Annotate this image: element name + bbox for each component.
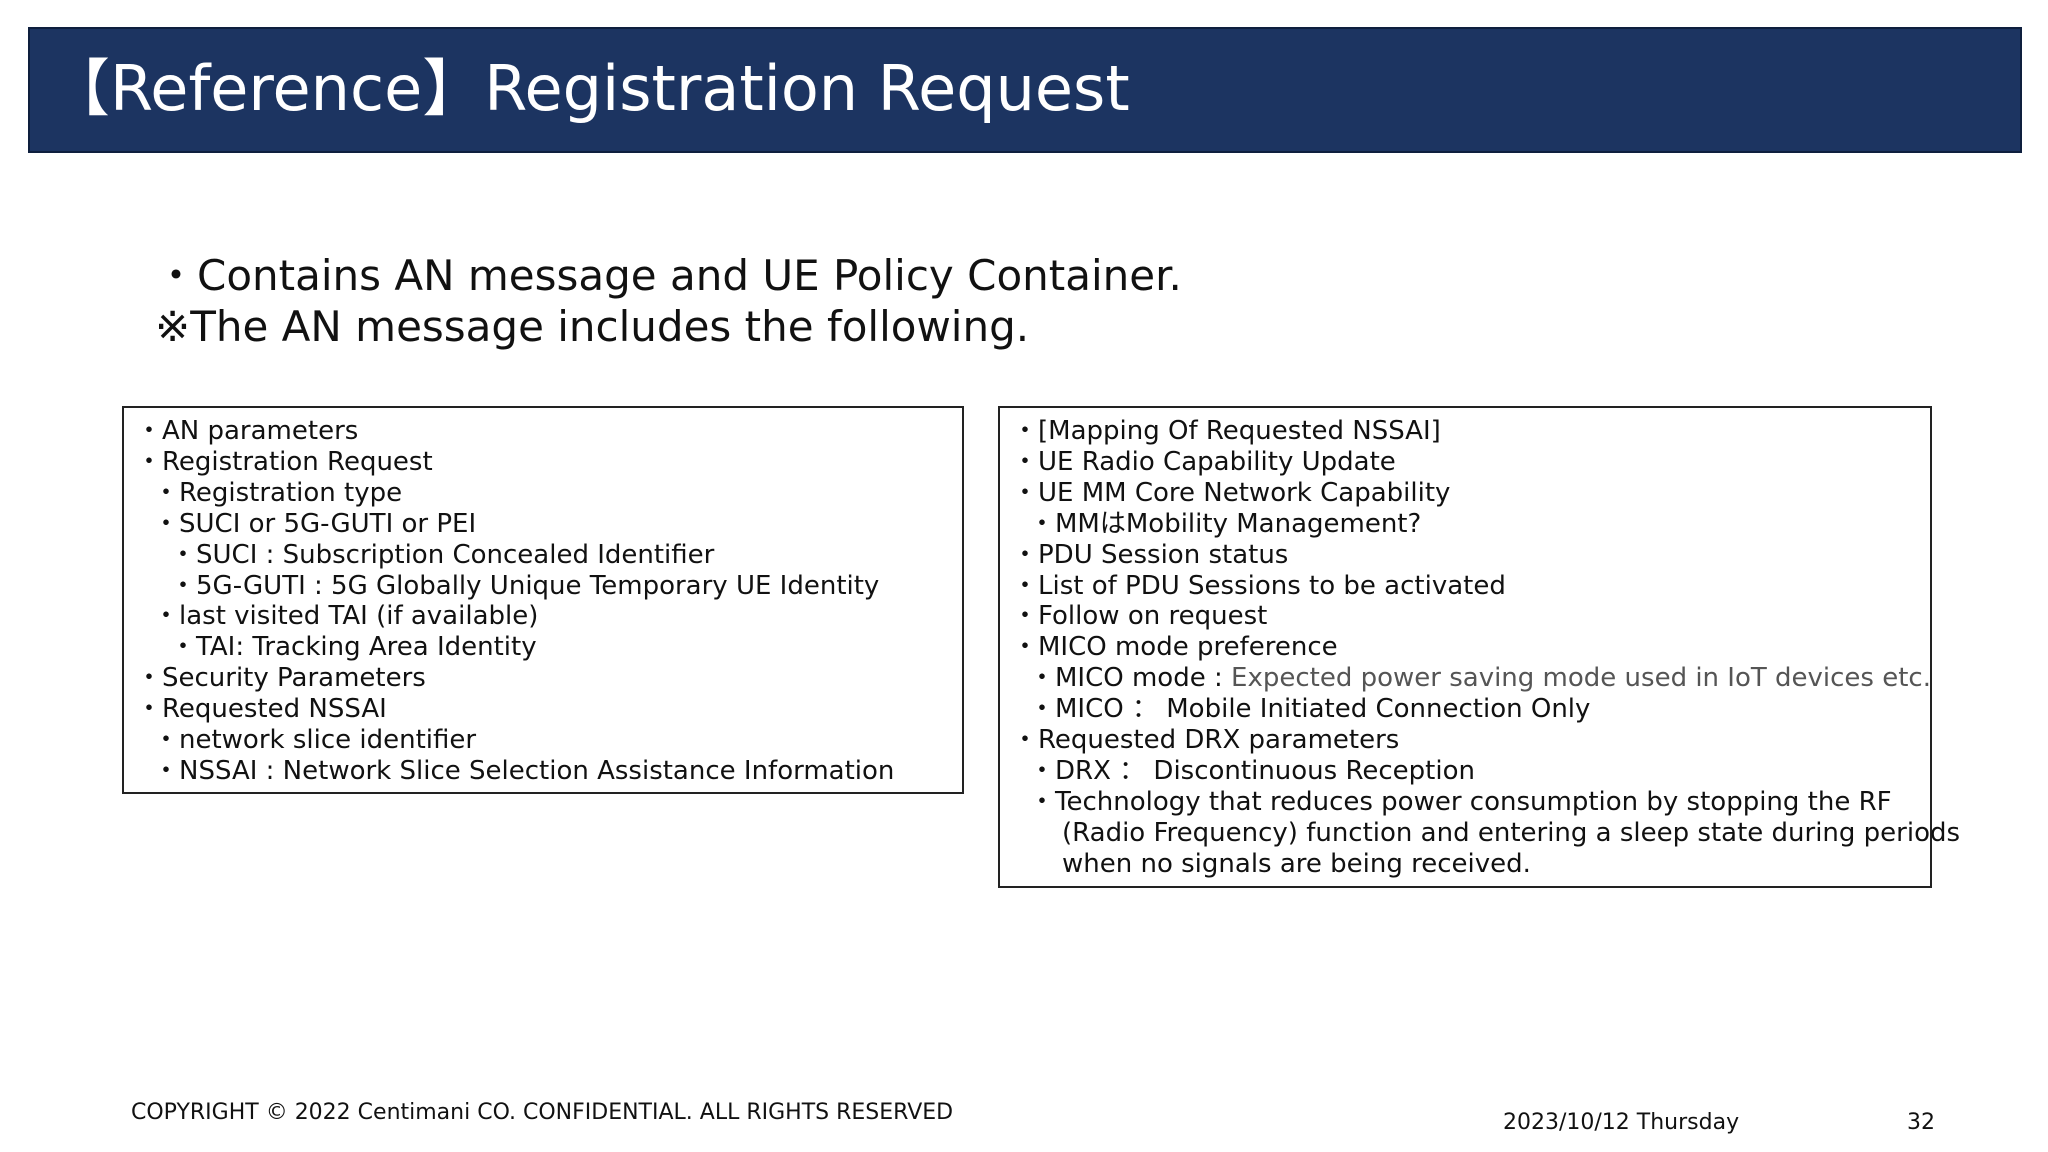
list-item: ・network slice identifier (153, 725, 477, 756)
list-item: when no signals are being received. (1062, 848, 1531, 879)
list-item: ・SUCI : Subscription Concealed Identifie… (170, 539, 715, 570)
list-item: ・MMはMobility Management? (1029, 508, 1422, 539)
list-item: ・UE Radio Capability Update (1012, 446, 1396, 477)
list-item: ・UE MM Core Network Capability (1012, 477, 1451, 508)
list-item: ・AN parameters (136, 416, 359, 446)
list-item: ・Security Parameters (136, 663, 426, 694)
list-item: ・5G-GUTI : 5G Globally Unique Temporary … (170, 570, 880, 601)
mico-mode-label: ・MICO mode : (1029, 663, 1232, 694)
list-item: ・MICO mode : Expected power saving mode … (1012, 663, 1931, 694)
intro-text: ・Contains AN message and UE Policy Conta… (155, 250, 1655, 352)
footer-copyright: COPYRIGHT © 2022 Centimani CO. CONFIDENT… (131, 1100, 954, 1125)
list-item: ・List of PDU Sessions to be activated (1012, 570, 1506, 601)
page-number: 32 (1907, 1110, 1935, 1135)
an-parameters-box: ・AN parameters ・Registration Request ・Re… (122, 406, 964, 794)
list-item: ・SUCI or 5G-GUTI or PEI (153, 508, 477, 539)
intro-line: ※The AN message includes the following. (155, 302, 1030, 351)
list-item: ・PDU Session status (1012, 539, 1289, 570)
list-item: ・Follow on request (1012, 601, 1268, 632)
intro-line: ・Contains AN message and UE Policy Conta… (155, 251, 1182, 300)
list-item: ・Requested DRX parameters (1012, 725, 1400, 756)
list-item: ・MICO ： Mobile Initiated Connection Only (1029, 694, 1591, 725)
registration-params-box: ・[Mapping Of Requested NSSAI] ・UE Radio … (998, 406, 1961, 888)
list-item: ・[Mapping Of Requested NSSAI] (1012, 416, 1441, 446)
title-bar: 【Reference】Registration Request (28, 27, 2022, 153)
list-item: ・DRX ： Discontinuous Reception (1029, 755, 1475, 786)
mico-mode-description: Expected power saving mode used in IoT d… (1231, 663, 1931, 694)
list-item: ・last visited TAI (if available) (153, 601, 539, 632)
list-item: ・MICO mode preference (1012, 632, 1338, 663)
footer-date: 2023/10/12 Thursday (1503, 1110, 1740, 1135)
list-item: ・Registration type (153, 477, 403, 508)
list-item: (Radio Frequency) function and entering … (1062, 817, 1961, 848)
slide-title: 【Reference】Registration Request (48, 52, 1130, 125)
list-item: ・Requested NSSAI (136, 694, 387, 725)
list-item: ・Technology that reduces power consumpti… (1029, 786, 1892, 817)
list-item: ・TAI: Tracking Area Identity (170, 632, 537, 663)
list-item: ・Registration Request (136, 446, 433, 477)
list-item: ・NSSAI : Network Slice Selection Assista… (153, 755, 895, 786)
